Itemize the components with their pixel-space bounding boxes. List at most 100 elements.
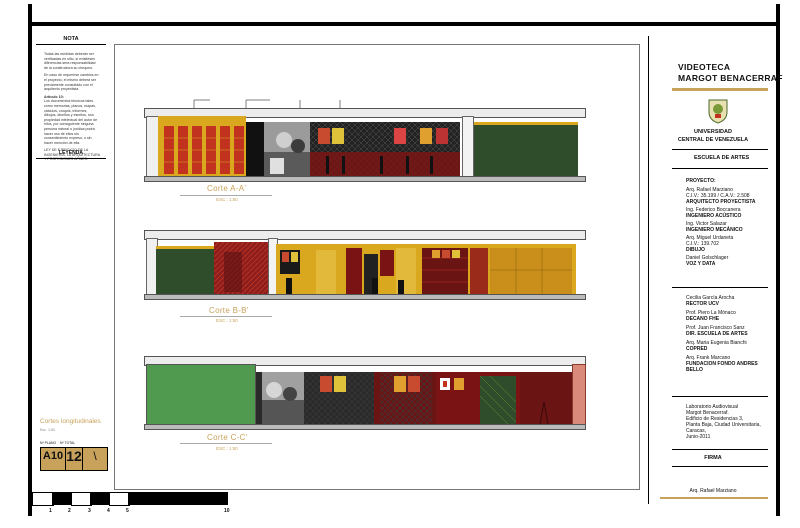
title-block-rule [672, 287, 768, 288]
section-b-hatched [214, 242, 268, 294]
scale-segment [32, 492, 54, 506]
section-a-scale: ESC.: 1:50 [216, 197, 238, 202]
section-c-wine-wall [520, 372, 572, 424]
legend-label: LEYENDA [59, 150, 83, 156]
authority-name: Prof. Piero La Mónaco [686, 310, 736, 316]
authority-name: Cecilia García Arocha [686, 295, 735, 301]
scale-segment [128, 492, 228, 505]
signatory-name: Arq. Rafael Marziano [689, 488, 737, 494]
section-a-title: Corte A-A' [207, 184, 247, 193]
scale-segment [52, 492, 71, 505]
sheet-label: Cortes longitudinales [40, 418, 101, 425]
scale-tick-5: 5 [126, 508, 129, 514]
nota-paragraph: En caso de requerirse cambios en el proy… [44, 73, 99, 92]
credit-role: VOZ Y DATA [686, 261, 716, 267]
credit-entry: Daniel Golschlager VOZ Y DATA [686, 255, 776, 267]
frame-top-bar [28, 22, 780, 26]
project-title-line1: VIDEOTECA [678, 62, 731, 72]
credits-list: Arq. Rafael Marziano C.I.V.: 35.199 / C.… [686, 187, 776, 269]
section-c-photo-mural [256, 372, 304, 424]
leader-lines [193, 99, 341, 110]
credit-entry: Arq. Rafael Marziano C.I.V.: 35.199 / C.… [686, 187, 776, 205]
title-block-rule [672, 449, 768, 450]
frame-left-bar [28, 4, 32, 516]
section-a-shelves [158, 116, 246, 178]
nota-paragraph: Los documentos técnicos tales como memor… [44, 99, 98, 145]
credit-role: ARQUITECTO PROYECTISTA [686, 199, 756, 205]
authority-name: Prof. Juan Francisco Sanz [686, 325, 745, 331]
address-line: Planta Baja, Ciudad Universitaria, [686, 422, 761, 428]
mural-image [264, 122, 310, 176]
nota-paragraph: LEY DE EJERCICIO DE LA INGENIERÍA, LA AR… [44, 148, 100, 162]
section-c-title: Corte C-C' [207, 433, 248, 442]
credit-role: INGENIERO MECÁNICO [686, 227, 743, 233]
credit-role: DIBUJO [686, 247, 705, 253]
section-c-mesh [304, 372, 520, 424]
section-b-slab [144, 230, 586, 240]
credit-role: INGENIERO ACÚSTICO [686, 213, 742, 219]
total-value: \ [93, 449, 97, 463]
authority-entry: Prof. Juan Francisco Sanz DIR. ESCUELA D… [686, 325, 776, 337]
title-block-rule [672, 396, 768, 397]
authority-role: COPRED [686, 346, 708, 352]
title-block-divider [648, 36, 649, 504]
university-seal [706, 98, 730, 124]
mesh-screen [310, 122, 460, 176]
section-c-slab [144, 356, 586, 366]
authority-entry: Arq. Frank Marcano FUNDACION FONDO ANDRE… [686, 355, 776, 373]
scale-tick-4: 4 [107, 508, 110, 514]
address-line: Caracas, [686, 428, 707, 434]
scale-segment [71, 492, 92, 506]
credit-name: Ing. Victor Salazar [686, 221, 727, 227]
address-line: Margot Benacerraf. [686, 410, 729, 416]
section-a-underline [180, 195, 272, 196]
section-b-floor [144, 294, 586, 300]
section-a-mesh [310, 122, 460, 176]
scale-segment [109, 492, 130, 506]
credit-entry: Ing. Federico Boccanera INGENIERO ACÚSTI… [686, 207, 776, 219]
section-b-interior [276, 244, 576, 294]
section-a-floor [144, 176, 586, 182]
credit-name: Daniel Golschlager [686, 255, 729, 261]
authorities-list: Cecilia García Arocha RECTOR UCV Prof. P… [686, 295, 776, 376]
authority-role: RECTOR UCV [686, 301, 719, 307]
credit-detail: C.I.V.: 35.199 / C.A.V.: 2.508 [686, 193, 750, 199]
section-a-green-panel [474, 122, 578, 179]
authority-role: DIR. ESCUELA DE ARTES [686, 331, 748, 337]
nota-panel: NOTA Todas las medidas deberán ser verif… [36, 34, 106, 162]
credit-entry: Ing. Victor Salazar INGENIERO MECÁNICO [686, 221, 776, 233]
section-a-slab [144, 108, 586, 118]
address-block: Laboratorio Audiovisual Margot Benacerra… [686, 404, 776, 440]
authority-entry: Prof. Piero La Mónaco DECANO FHE [686, 310, 776, 322]
mural-image [256, 372, 304, 424]
drawing-area [114, 44, 640, 490]
project-title-underline [672, 88, 768, 91]
hatch-pattern [214, 242, 268, 294]
university-seal-icon [708, 99, 728, 124]
plan-code: A10 [42, 450, 64, 462]
scale-tick-3: 3 [88, 508, 91, 514]
legend-rule [36, 158, 106, 159]
school-name: ESCUELA DE ARTES [694, 155, 750, 161]
sheet-scale: Esc. 1:50 [40, 428, 55, 432]
credit-detail: C.I.V.: 139.702 [686, 241, 719, 247]
section-c-column [572, 364, 586, 426]
section-b-underline [180, 316, 272, 317]
signature-heading: FIRMA [704, 455, 722, 461]
authority-entry: Arq. Maria Eugenia Bianchi COPRED [686, 340, 776, 352]
nota-title: NOTA [63, 36, 79, 42]
credit-entry: Arq. Miguel Urdaneta C.I.V.: 139.702 DIB… [686, 235, 776, 253]
interior-elevation [280, 248, 572, 294]
nota-rule [36, 44, 106, 45]
title-block-rule [672, 466, 768, 467]
shelf-unit [158, 126, 246, 174]
scale-tick-2: 2 [68, 508, 71, 514]
project-heading: PROYECTO: [686, 178, 716, 184]
section-c-scale: ESC.: 1:50 [216, 446, 238, 451]
section-a-photo-mural [264, 122, 310, 176]
title-block-rule [672, 149, 768, 150]
project-title-line2: MARGOT BENACERRAF [678, 73, 783, 83]
address-line: Junio-2011 [686, 434, 711, 440]
total-label: Nº TOTAL [60, 441, 76, 445]
wine-wall-detail [539, 401, 549, 424]
